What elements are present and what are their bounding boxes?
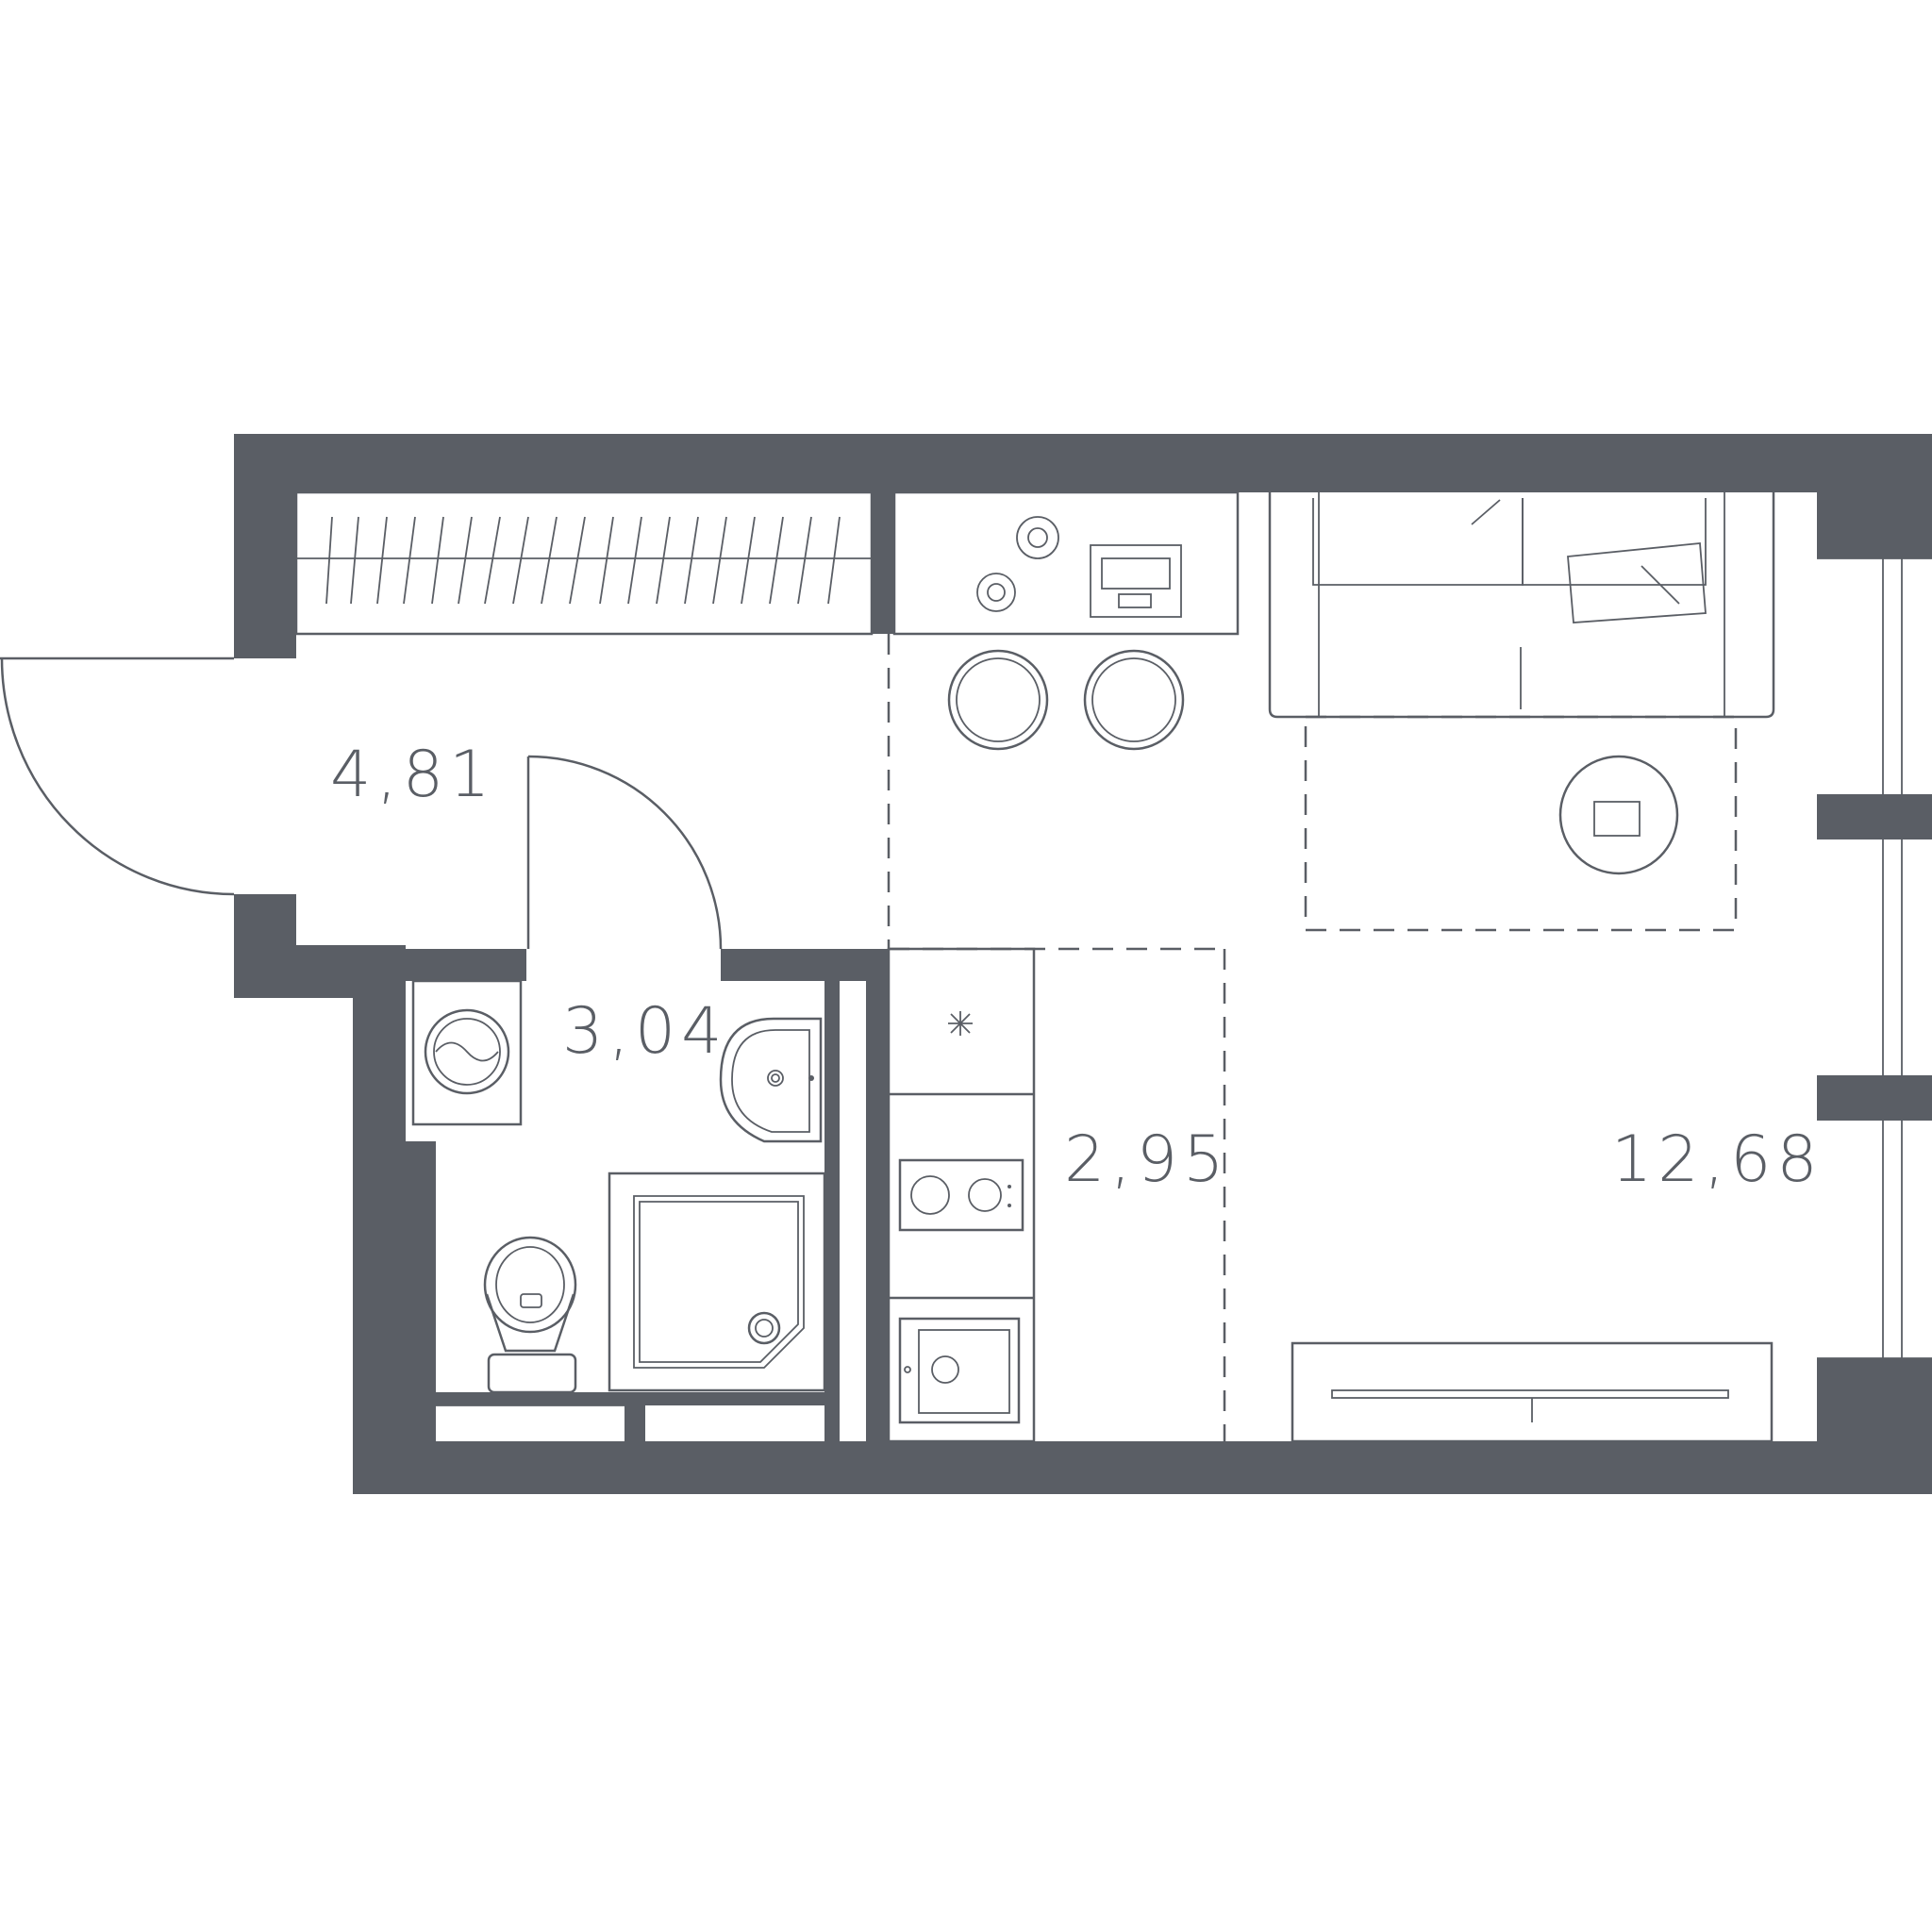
bathroom-fixtures: [411, 979, 826, 1394]
walls: [234, 434, 1932, 1494]
area-label-living-room: 12,68: [1611, 1122, 1824, 1197]
rug: [1304, 715, 1738, 932]
sofa: [1268, 492, 1775, 719]
area-label-kitchen: 2,95: [1064, 1122, 1229, 1197]
area-label-bathroom: 3,04: [562, 994, 727, 1069]
kitchen-unit: [887, 947, 1036, 1443]
entrance-door: [0, 657, 235, 896]
desk: [892, 490, 1240, 751]
tv-stand: [1291, 1341, 1774, 1443]
area-label-hallway: 4,81: [330, 738, 495, 812]
wardrobe: [294, 490, 874, 636]
windows: [1817, 557, 1932, 1359]
bathroom-door: [526, 755, 723, 950]
zone-dividers: [887, 634, 1226, 1441]
